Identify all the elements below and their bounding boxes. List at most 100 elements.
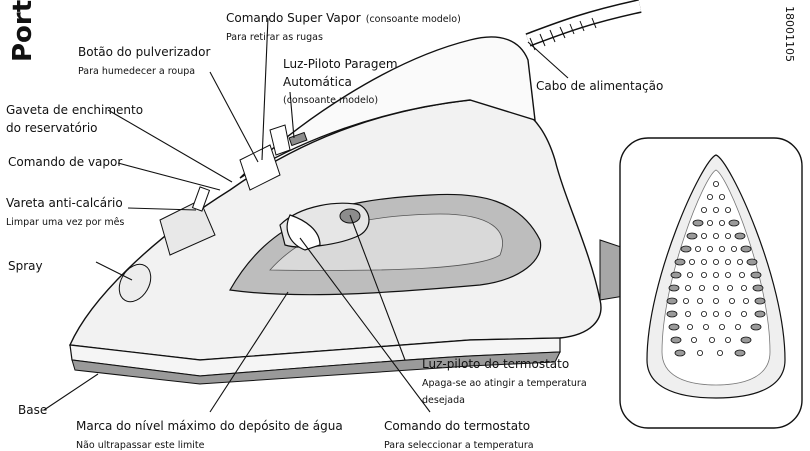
marca-nivel-sub: Não ultrapassar este limite [76,440,205,451]
steam-hole [713,259,718,264]
label-spray: Spray [8,260,43,273]
soleplate-view [620,138,802,428]
steam-hole [735,233,745,239]
steam-hole [713,311,718,316]
vareta-title: Vareta anti-calcário [6,196,123,210]
vareta-sub: Limpar uma vez por mês [6,217,124,228]
luz-termostato-sub2: desejada [422,395,465,406]
steam-hole [691,337,696,342]
marca-nivel-title: Marca do nível máximo do depósito de águ… [76,419,343,433]
comando-termostato-title: Comando do termostato [384,419,530,433]
steam-hole [675,350,685,356]
super-vapor-note: (consoante modelo) [366,14,461,25]
steam-hole [725,337,730,342]
steam-hole [755,311,765,317]
steam-hole [741,246,751,252]
steam-hole [735,350,745,356]
steam-hole [671,337,681,343]
steam-hole [697,350,702,355]
steam-hole [725,259,730,264]
steam-hole [729,298,734,303]
steam-hole [751,272,761,278]
steam-hole [719,194,724,199]
luz-paragem-line1: Luz-Piloto Paragem [283,57,398,71]
steam-hole [725,311,730,316]
steam-hole [743,298,748,303]
pulverizador-sub: Para humedecer a roupa [78,66,195,77]
steam-hole [699,285,704,290]
super-vapor-sub: Para retirar as rugas [226,32,323,43]
steam-hole [687,272,692,277]
label-comando-termostato: Comando do termostato Para seleccionar a… [384,416,534,451]
steam-hole [735,324,740,329]
label-cabo: Cabo de alimentação [536,80,663,93]
steam-hole [739,272,744,277]
steam-hole [681,246,691,252]
steam-hole [671,272,681,278]
steam-hole [727,285,732,290]
luz-paragem-line3: (consoante modelo) [283,95,378,106]
steam-hole [737,259,742,264]
steam-hole [741,285,746,290]
label-comando-vapor: Comando de vapor [8,156,122,169]
steam-hole [729,220,739,226]
luz-termostato-title: Luz-piloto do termostato [422,357,569,371]
label-vareta: Vareta anti-calcário Limpar uma vez por … [6,193,124,228]
steam-hole [701,207,706,212]
steam-hole [685,285,690,290]
steam-hole [669,324,679,330]
steam-hole [751,324,761,330]
gaveta-line1: Gaveta de enchimento [6,103,143,117]
label-super-vapor: Comando Super Vapor (consoante modelo) P… [226,8,461,43]
steam-hole [701,259,706,264]
steam-hole [703,324,708,329]
label-luz-paragem: Luz-Piloto Paragem Automática (consoante… [283,54,398,107]
steam-hole [725,272,730,277]
comando-termostato-sub: Para seleccionar a temperatura [384,440,534,451]
super-vapor-title: Comando Super Vapor [226,11,361,25]
steam-hole [669,285,679,291]
steam-hole [701,233,706,238]
steam-hole [689,259,694,264]
steam-hole [719,324,724,329]
steam-hole [713,272,718,277]
steam-hole [709,337,714,342]
steam-hole [687,233,697,239]
luz-termostato-sub1: Apaga-se ao atingir a temperatura [422,378,587,389]
steam-hole [707,220,712,225]
steam-hole [725,233,730,238]
steam-hole [701,272,706,277]
steam-hole [695,246,700,251]
gaveta-line2: do reservatório [6,121,98,135]
steam-hole [683,298,688,303]
steam-hole [713,285,718,290]
steam-hole [713,207,718,212]
steam-hole [717,350,722,355]
steam-hole [741,337,751,343]
steam-hole [713,181,718,186]
steam-hole [725,207,730,212]
steam-hole [667,311,677,317]
power-cord [528,6,640,50]
pulverizador-title: Botão do pulverizador [78,45,210,59]
steam-hole [675,259,685,265]
steam-hole [713,298,718,303]
label-luz-termostato: Luz-piloto do termostato Apaga-se ao ati… [422,354,587,407]
steam-hole [697,298,702,303]
steam-hole [685,311,690,316]
label-marca-nivel: Marca do nível máximo do depósito de águ… [76,416,343,451]
steam-hole [687,324,692,329]
steam-hole [693,220,703,226]
steam-hole [707,246,712,251]
steam-hole [719,220,724,225]
document-code: 18001105 [783,6,796,62]
section-title: Portu [8,0,38,62]
steam-hole [667,298,677,304]
steam-hole [747,259,757,265]
label-pulverizador: Botão do pulverizador Para humedecer a r… [78,42,210,77]
steam-hole [731,246,736,251]
steam-hole [713,233,718,238]
luz-paragem-line2: Automática [283,75,352,89]
steam-hole [707,194,712,199]
steam-hole [753,285,763,291]
